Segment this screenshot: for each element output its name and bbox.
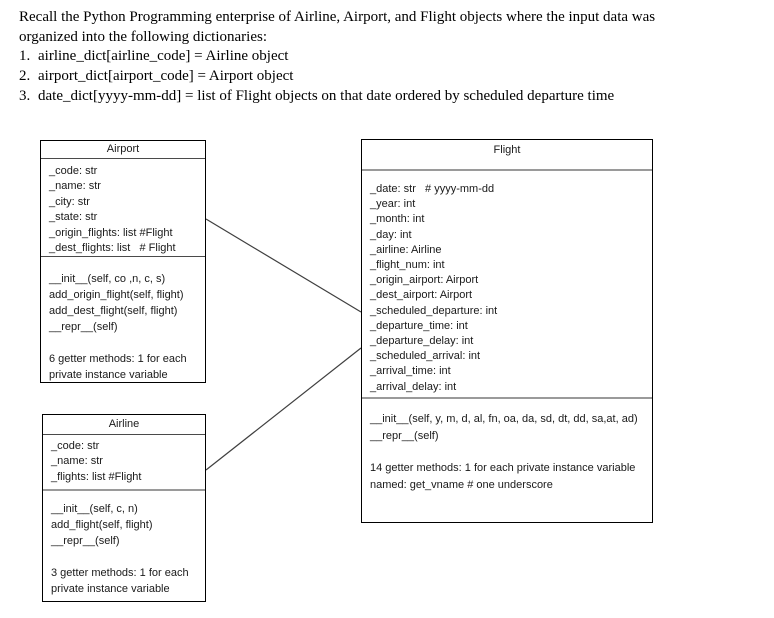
note-line: named: get_vname # one underscore: [370, 478, 553, 491]
connector-airport-flight: [205, 218, 362, 313]
class-title-airline: Airline: [108, 418, 140, 430]
attribute-line: _scheduled_arrival: int: [370, 350, 481, 363]
uml-class-airport: Airport _code: str _name: str _city: str…: [40, 140, 206, 383]
class-title-airport: Airport: [106, 143, 140, 155]
attribute-line: _scheduled_departure: int: [370, 304, 498, 317]
attribute-line: _city: str: [49, 195, 90, 208]
note-line: private instance variable: [49, 369, 168, 381]
airport-methods-section: __init__(self, co ,n, c, s) add_origin_f…: [41, 256, 205, 383]
attribute-line: _arrival_time: int: [370, 365, 451, 378]
attribute-line: _dest_airport: Airport: [370, 289, 473, 302]
connector-airline-flight: [205, 347, 362, 471]
airline-methods-section: __init__(self, c, n) add_flight(self, fl…: [43, 489, 205, 601]
attribute-line: _departure_delay: int: [370, 335, 474, 348]
list-item-number: 3.: [19, 87, 31, 104]
list-item-number: 2.: [19, 68, 31, 85]
airport-note: 6 getter methods: 1 for each private ins…: [49, 351, 197, 383]
list-item: 3. date_dict[yyyy-mm-dd] = list of Fligh…: [19, 87, 749, 107]
class-title-flight: Flight: [493, 144, 521, 156]
attribute-line: _month: int: [370, 213, 425, 226]
uml-class-airline: Airline _code: str _name: str _flights: …: [42, 414, 206, 602]
attribute-line: _name: str: [51, 455, 103, 468]
method-line: add_origin_flight(self, flight): [49, 289, 184, 301]
list-item: 1. airline_dict[airline_code] = Airline …: [19, 47, 749, 67]
list-item-text: date_dict[yyyy-mm-dd] = list of Flight o…: [38, 87, 615, 104]
attribute-line: _dest_flights: list # Flight: [49, 242, 176, 255]
attribute-line: _airline: Airline: [370, 243, 442, 256]
attribute-line: _date: str # yyyy-mm-dd: [370, 183, 495, 195]
method-line: __init__(self, y, m, d, al, fn, oa, da, …: [370, 413, 638, 425]
note-line: private instance variable: [51, 583, 170, 595]
note-line: 3 getter methods: 1 for each: [51, 567, 189, 579]
method-line: __repr__(self): [49, 321, 118, 333]
attribute-line: _code: str: [49, 165, 98, 177]
method-line: __init__(self, co ,n, c, s): [49, 273, 166, 285]
method-line: add_flight(self, flight): [51, 519, 153, 531]
flight-note: 14 getter methods: 1 for each private in…: [370, 460, 644, 493]
intro-line-1: Recall the Python Programming enterprise…: [19, 9, 656, 25]
attribute-line: _arrival_delay: int: [370, 380, 457, 393]
method-line: __repr__(self): [370, 429, 439, 442]
attribute-line: _flights: list #Flight: [51, 470, 142, 483]
attribute-line: _departure_time: int: [370, 319, 468, 332]
attribute-line: _code: str: [51, 440, 100, 452]
airline-attributes-section: _code: str _name: str _flights: list #Fl…: [43, 434, 205, 489]
attribute-line: _origin_flights: list #Flight: [49, 226, 173, 239]
attribute-line: _state: str: [49, 211, 98, 224]
intro-line-2: organized into the following dictionarie…: [19, 28, 267, 45]
attribute-line: _origin_airport: Airport: [370, 274, 479, 287]
list-item-number: 1.: [19, 48, 31, 65]
airline-note: 3 getter methods: 1 for each private ins…: [51, 565, 197, 597]
list-item: 2. airport_dict[airport_code] = Airport …: [19, 67, 749, 87]
method-line: __repr__(self): [51, 535, 120, 547]
list-item-text: airline_dict[airline_code] = Airline obj…: [38, 48, 289, 65]
attribute-line: _flight_num: int: [370, 259, 445, 272]
attribute-line: _name: str: [49, 180, 101, 193]
note-line: 6 getter methods: 1 for each: [49, 353, 187, 365]
flight-attributes-section: _date: str # yyyy-mm-dd _year: int _mont…: [362, 169, 652, 397]
intro-text: Recall the Python Programming enterprise…: [19, 8, 749, 107]
uml-class-flight: Flight _date: str # yyyy-mm-dd _year: in…: [361, 139, 653, 523]
attribute-line: _year: int: [370, 198, 416, 211]
attribute-line: _day: int: [370, 228, 412, 241]
note-line: 14 getter methods: 1 for each private in…: [370, 462, 636, 474]
list-item-text: airport_dict[airport_code] = Airport obj…: [38, 68, 294, 85]
method-line: add_dest_flight(self, flight): [49, 305, 178, 317]
flight-methods-section: __init__(self, y, m, d, al, fn, oa, da, …: [362, 397, 652, 522]
airport-attributes-section: _code: str _name: str _city: str _state:…: [41, 158, 205, 256]
method-line: __init__(self, c, n): [51, 503, 138, 515]
